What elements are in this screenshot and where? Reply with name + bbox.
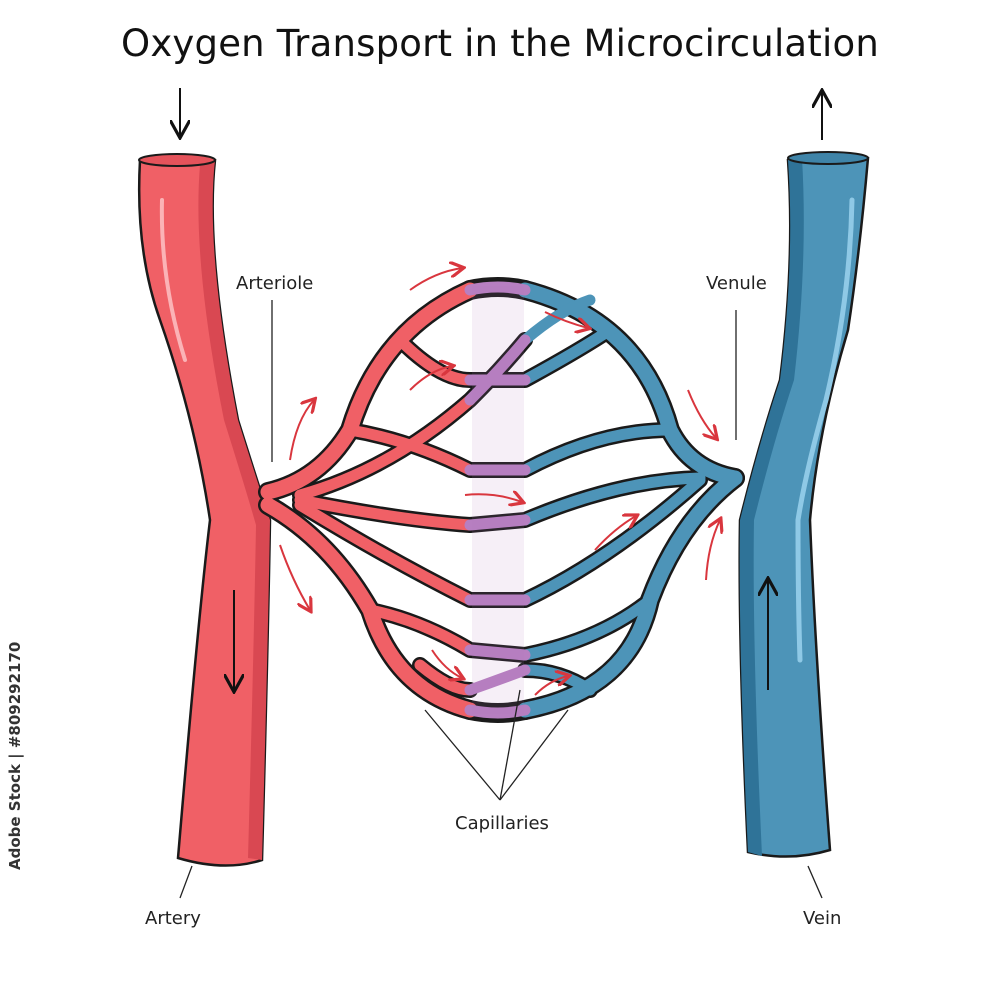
- artery: [137, 153, 272, 867]
- vein-label: Vein: [803, 908, 842, 929]
- flow-arrow-icon: [289, 400, 314, 461]
- flow-arrow-icon: [687, 389, 716, 438]
- capillaries-label: Capillaries: [455, 813, 549, 834]
- arteriole-label: Arteriole: [236, 273, 314, 294]
- venule-label: Venule: [706, 273, 767, 294]
- vein: [738, 151, 870, 858]
- diagram-title: Oxygen Transport in the Microcirculation: [121, 22, 879, 65]
- flow-arrow-icon: [431, 649, 462, 678]
- capillaries-leader-line: [499, 689, 521, 801]
- stock-id-watermark: Adobe Stock | #809292170: [6, 641, 24, 870]
- artery-label: Artery: [145, 908, 201, 929]
- flow-arrow-icon: [409, 268, 462, 291]
- flow-arrow-icon: [705, 520, 720, 581]
- capillaries-leader-line: [499, 709, 569, 801]
- capillaries-leader-line: [424, 709, 501, 801]
- flow-arrow-icon: [544, 311, 588, 328]
- flow-arrow-icon: [279, 544, 310, 610]
- capillary-bed: [258, 277, 745, 723]
- vein-leader-line: [807, 865, 823, 899]
- flow-arrow-icon: [534, 676, 568, 696]
- artery-leader-line: [179, 865, 193, 899]
- flow-arrow-icon: [409, 366, 452, 391]
- flow-arrow-icon: [464, 494, 522, 502]
- flow-arrow-icon: [594, 516, 636, 551]
